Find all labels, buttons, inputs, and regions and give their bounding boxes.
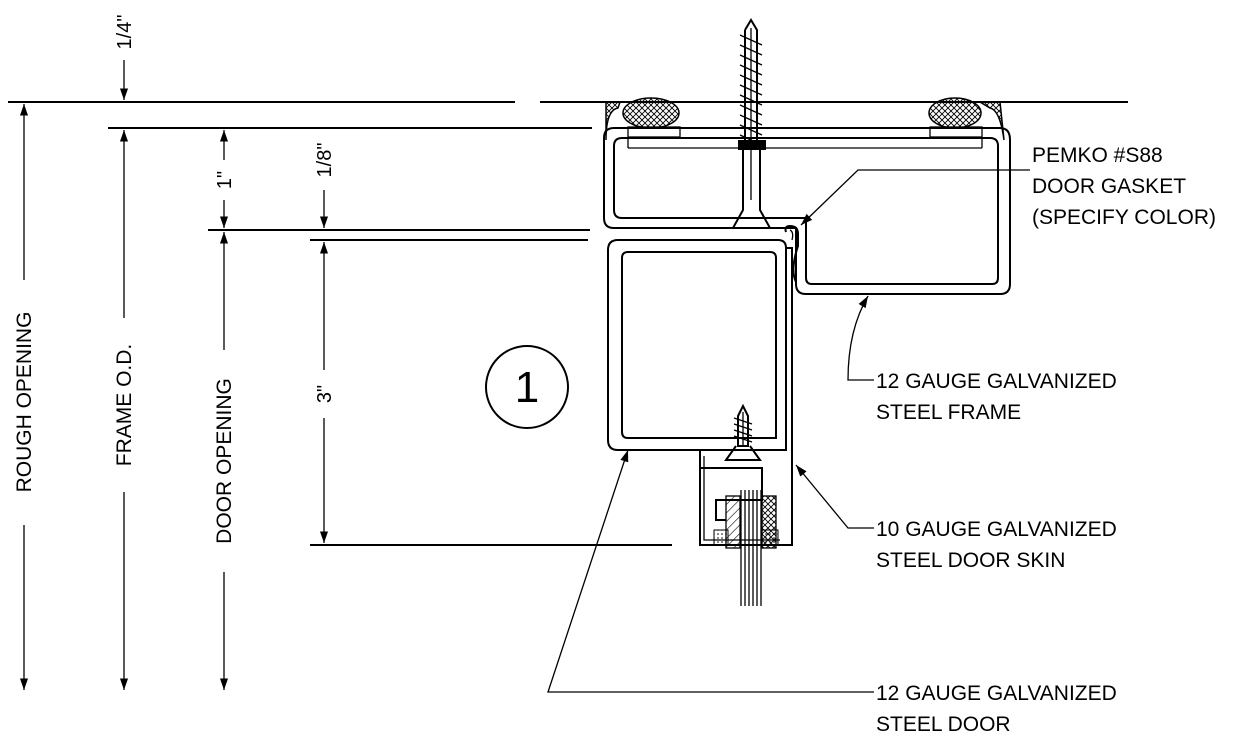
frame-leader xyxy=(847,295,874,381)
skin-note-line1: 10 GAUGE GALVANIZED xyxy=(876,518,1117,541)
wall-screw xyxy=(731,18,772,229)
glazing-bead-left xyxy=(725,495,741,549)
rough-opening-dimension: ROUGH OPENING xyxy=(13,104,36,690)
reference-lines xyxy=(8,101,1128,546)
door-opening-label: DOOR OPENING xyxy=(213,378,236,544)
three-inch-label: 3" xyxy=(314,385,336,403)
gasket-note-line2: DOOR GASKET xyxy=(1032,175,1186,198)
skin-note-line2: STEEL DOOR SKIN xyxy=(876,549,1065,572)
frame-note-line1: 12 GAUGE GALVANIZED xyxy=(876,370,1117,393)
detail-callout: 1 xyxy=(485,345,569,429)
one-inch-label: 1" xyxy=(214,171,236,189)
note-frame: 12 GAUGE GALVANIZED STEEL FRAME xyxy=(876,370,1117,424)
quarter-inch-label: 1/4" xyxy=(114,15,136,50)
frame-note-line2: STEEL FRAME xyxy=(876,401,1021,424)
wall-anchor-right xyxy=(928,97,982,129)
steel-door-profile xyxy=(607,239,793,606)
eighth-inch-label: 1/8" xyxy=(314,143,336,178)
screw-washer xyxy=(738,140,766,150)
three-inch-dimension: 3" xyxy=(314,242,336,543)
frame-od-dimension: FRAME O.D. xyxy=(113,130,136,690)
eighth-inch-dimension: 1/8" xyxy=(314,143,336,228)
door-opening-dimension: DOOR OPENING xyxy=(213,232,236,690)
quarter-inch-dimension: 1/4" xyxy=(114,15,136,100)
callout-number: 1 xyxy=(515,363,539,412)
leader-lines xyxy=(547,169,1030,693)
note-door: 12 GAUGE GALVANIZED STEEL DOOR xyxy=(876,682,1117,736)
skin-leader xyxy=(795,464,874,529)
steel-frame-profile xyxy=(603,97,1011,295)
callout-circle xyxy=(485,345,569,429)
glass-pane xyxy=(740,490,762,606)
gasket-note-line1: PEMKO #S88 xyxy=(1032,144,1163,167)
one-inch-dimension: 1" xyxy=(214,130,236,228)
note-door-skin: 10 GAUGE GALVANIZED STEEL DOOR SKIN xyxy=(876,518,1117,572)
note-gasket: PEMKO #S88 DOOR GASKET (SPECIFY COLOR) xyxy=(1032,144,1216,229)
frame-od-label: FRAME O.D. xyxy=(113,344,136,467)
gasket-note-line3: (SPECIFY COLOR) xyxy=(1032,206,1216,229)
door-note-line1: 12 GAUGE GALVANIZED xyxy=(876,682,1117,705)
rough-opening-label: ROUGH OPENING xyxy=(13,312,36,493)
door-note-line2: STEEL DOOR xyxy=(876,713,1011,736)
door-leader xyxy=(547,449,874,693)
gasket-leader xyxy=(800,169,1030,226)
wall-anchor-left xyxy=(622,97,680,129)
door-gasket xyxy=(784,224,799,283)
